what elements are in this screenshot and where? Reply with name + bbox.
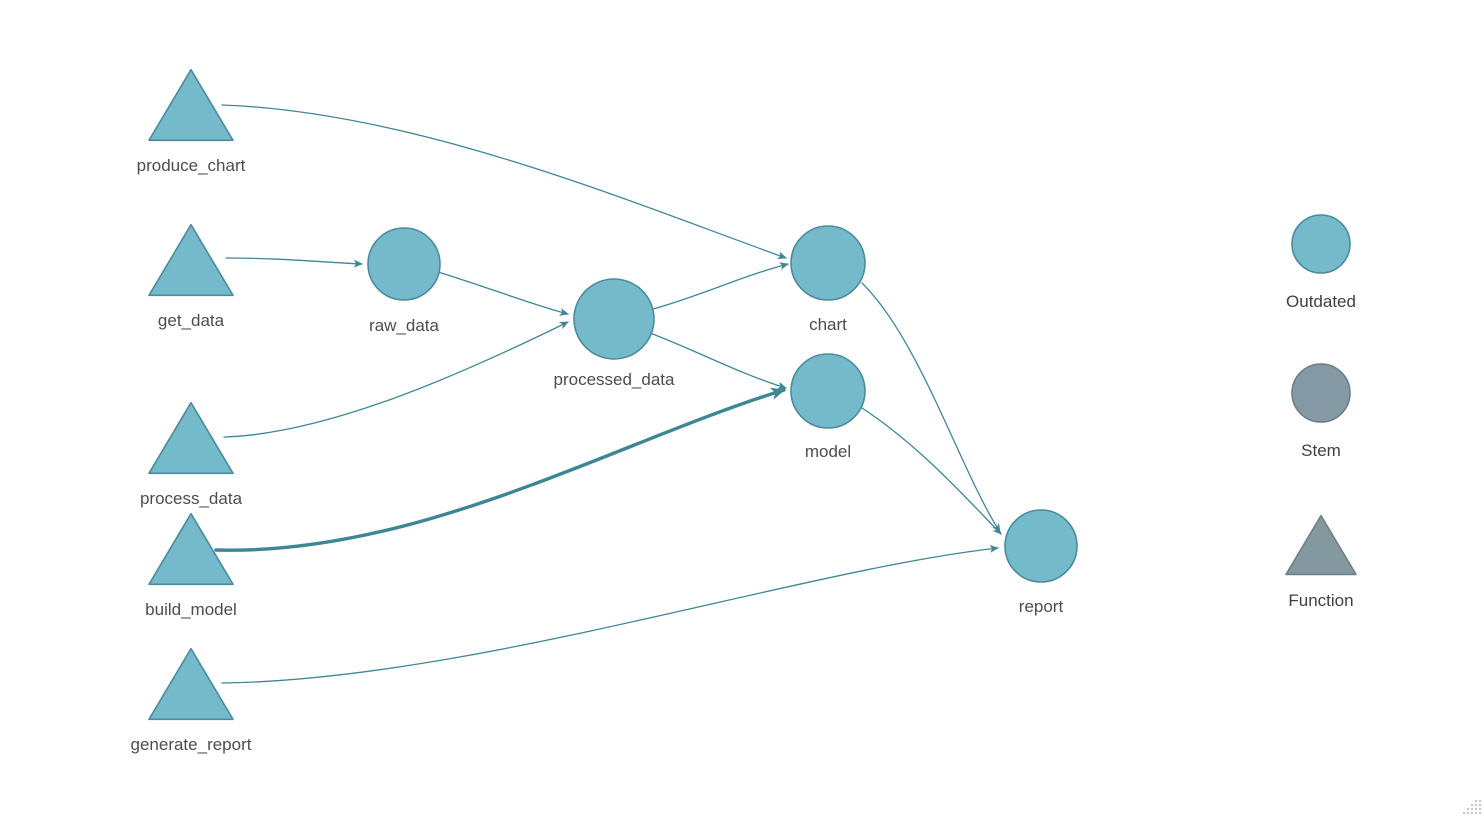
legend-function-triangle[interactable]: [1285, 514, 1357, 576]
node-generate_report-triangle[interactable]: [148, 647, 234, 721]
graph-node-model[interactable]: model: [790, 353, 866, 461]
graph-edge[interactable]: [649, 332, 787, 390]
node-chart-circle[interactable]: [790, 225, 866, 301]
legend-label-function: Function: [1288, 591, 1353, 610]
legend-item-stem[interactable]: Stem: [1291, 363, 1351, 460]
graph-edge[interactable]: [225, 257, 363, 268]
graph-node-produce_chart[interactable]: produce_chart: [137, 68, 246, 175]
node-label-get_data: get_data: [158, 311, 225, 330]
graph-node-build_model[interactable]: build_model: [145, 512, 237, 619]
graph-node-get_data[interactable]: get_data: [148, 223, 234, 330]
node-label-produce_chart: produce_chart: [137, 156, 246, 175]
node-report-circle[interactable]: [1004, 509, 1078, 583]
graph-edge[interactable]: [861, 282, 1001, 533]
graph-node-process_data[interactable]: process_data: [140, 401, 243, 508]
resize-grip-icon: [1463, 800, 1482, 815]
graph-edge[interactable]: [652, 262, 789, 310]
graph-node-raw_data[interactable]: raw_data: [367, 227, 441, 335]
node-processed_data-circle[interactable]: [573, 278, 655, 360]
node-label-chart: chart: [809, 315, 847, 334]
node-label-model: model: [805, 442, 851, 461]
graph-edge[interactable]: [861, 407, 1002, 535]
node-label-build_model: build_model: [145, 600, 237, 619]
node-get_data-triangle[interactable]: [148, 223, 234, 297]
graph-edge[interactable]: [221, 544, 999, 684]
graph-edge[interactable]: [223, 321, 569, 438]
graph-edge[interactable]: [221, 104, 787, 260]
graph-edge[interactable]: [214, 387, 786, 552]
legend-outdated-circle[interactable]: [1291, 214, 1351, 274]
legend-stem-circle[interactable]: [1291, 363, 1351, 423]
node-label-report: report: [1019, 597, 1064, 616]
node-label-generate_report: generate_report: [131, 735, 252, 754]
node-process_data-triangle[interactable]: [148, 401, 234, 475]
node-label-raw_data: raw_data: [369, 316, 439, 335]
node-build_model-triangle[interactable]: [148, 512, 234, 586]
node-label-process_data: process_data: [140, 489, 243, 508]
node-raw_data-circle[interactable]: [367, 227, 441, 301]
legend-label-outdated: Outdated: [1286, 292, 1356, 311]
resize-grip-handle[interactable]: [1453, 790, 1483, 820]
legend-item-outdated[interactable]: Outdated: [1286, 214, 1356, 311]
node-label-processed_data: processed_data: [554, 370, 676, 389]
graph-node-chart[interactable]: chart: [790, 225, 866, 334]
nodes-layer: produce_chart get_data raw_data processed_d…: [131, 68, 1078, 754]
legend-label-stem: Stem: [1301, 441, 1341, 460]
node-produce_chart-triangle[interactable]: [148, 68, 234, 142]
graph-node-report[interactable]: report: [1004, 509, 1078, 616]
graph-node-generate_report[interactable]: generate_report: [131, 647, 252, 754]
graph-node-processed_data[interactable]: processed_data: [554, 278, 676, 389]
node-model-circle[interactable]: [790, 353, 866, 429]
edges-layer: [214, 104, 1002, 684]
legend-item-function[interactable]: Function: [1285, 514, 1357, 610]
graph-edge[interactable]: [437, 271, 569, 316]
